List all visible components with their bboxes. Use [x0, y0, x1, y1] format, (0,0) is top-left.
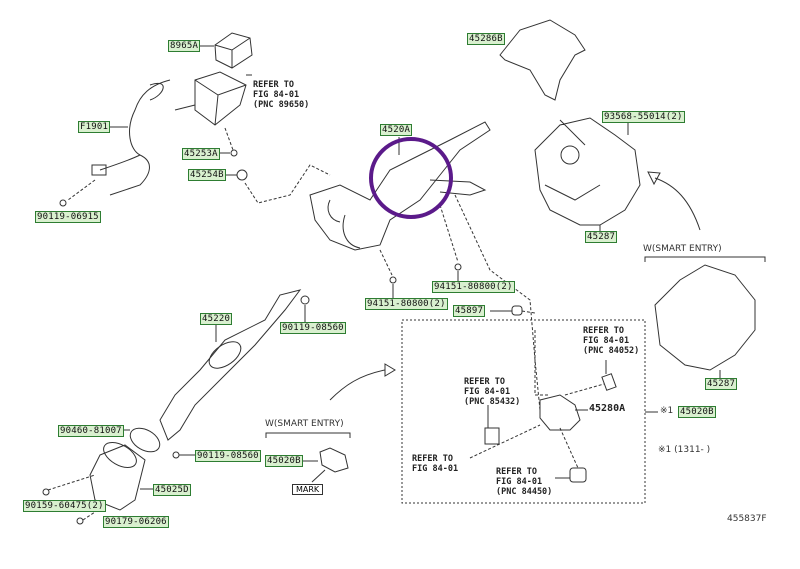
part-label-45287[interactable]: 45287 [705, 378, 738, 390]
smart-entry-note: W(SMART ENTRY) [643, 244, 722, 254]
part-label-45253A[interactable]: 45253A [182, 148, 220, 160]
footnote-marker: ※1 [660, 406, 674, 416]
part-label-90119-08560[interactable]: 90119-08560 [280, 322, 346, 334]
part-8965A-drawing [214, 32, 253, 69]
part-label-F1901[interactable]: F1901 [78, 121, 111, 133]
module-89650-drawing [194, 71, 247, 126]
footnote-text: ※1 (1311- ) [658, 445, 711, 455]
refer-note-85432: REFER TO FIG 84-01 (PNC 85432) [464, 377, 521, 407]
boot-45025D-drawing [89, 444, 146, 511]
part-label-45025D[interactable]: 45025D [153, 484, 191, 496]
part-label-45287[interactable]: 45287 [585, 231, 618, 243]
cover-45287-smart-drawing [654, 264, 756, 371]
detail-box [401, 319, 646, 504]
part-label-4520A[interactable]: 4520A [380, 124, 413, 136]
part-label-90119-06915[interactable]: 90119-06915 [35, 211, 101, 223]
clamp-90460-drawing [129, 427, 161, 453]
part-label-45220[interactable]: 45220 [200, 313, 233, 325]
harness-F1901-drawing [99, 79, 171, 196]
curved-arrow [654, 177, 701, 231]
refer-note-84-01: REFER TO FIG 84-01 [412, 454, 459, 474]
mark-label: MARK [292, 484, 324, 495]
cover-45286B-drawing [499, 19, 586, 101]
part-label-45020B[interactable]: 45020B [265, 455, 303, 467]
steering-column-drawing [309, 121, 491, 251]
part-label-45286B[interactable]: 45286B [467, 33, 505, 45]
intermediate-shaft-45220-drawing [159, 289, 302, 441]
diagram-id: 455837F [727, 514, 767, 524]
refer-note-89650: REFER TO FIG 84-01 (PNC 89650) [253, 80, 310, 110]
part-label-93568-55014[interactable]: 93568-55014(2) [602, 111, 685, 123]
highlight-circle [369, 137, 453, 219]
part-label-45254B[interactable]: 45254B [188, 169, 226, 181]
part-label-94151-80800[interactable]: 94151-80800(2) [432, 281, 515, 293]
cover-45287-drawing [534, 117, 641, 226]
switch-45020B-drawing [319, 447, 349, 473]
lock-45280A-drawing [539, 394, 581, 431]
part-label-45020B[interactable]: 45020B [678, 406, 716, 418]
part-label-90460-81007[interactable]: 90460-81007 [58, 425, 124, 437]
part-label-90159-60475[interactable]: 90159-60475(2) [23, 500, 106, 512]
refer-note-84052: REFER TO FIG 84-01 (PNC 84052) [583, 326, 640, 356]
curved-arrow [329, 369, 386, 401]
part-label-94151-80800[interactable]: 94151-80800(2) [365, 298, 448, 310]
part-label-90119-08560[interactable]: 90119-08560 [195, 450, 261, 462]
part-label-8965A[interactable]: 8965A [168, 40, 201, 52]
smart-entry-note: W(SMART ENTRY) [265, 419, 344, 429]
part-label-90179-06206[interactable]: 90179-06206 [103, 516, 169, 528]
part-label-45897[interactable]: 45897 [453, 305, 486, 317]
refer-note-84450: REFER TO FIG 84-01 (PNC 84450) [496, 467, 553, 497]
part-label-45280A[interactable]: 45280A [589, 403, 626, 414]
